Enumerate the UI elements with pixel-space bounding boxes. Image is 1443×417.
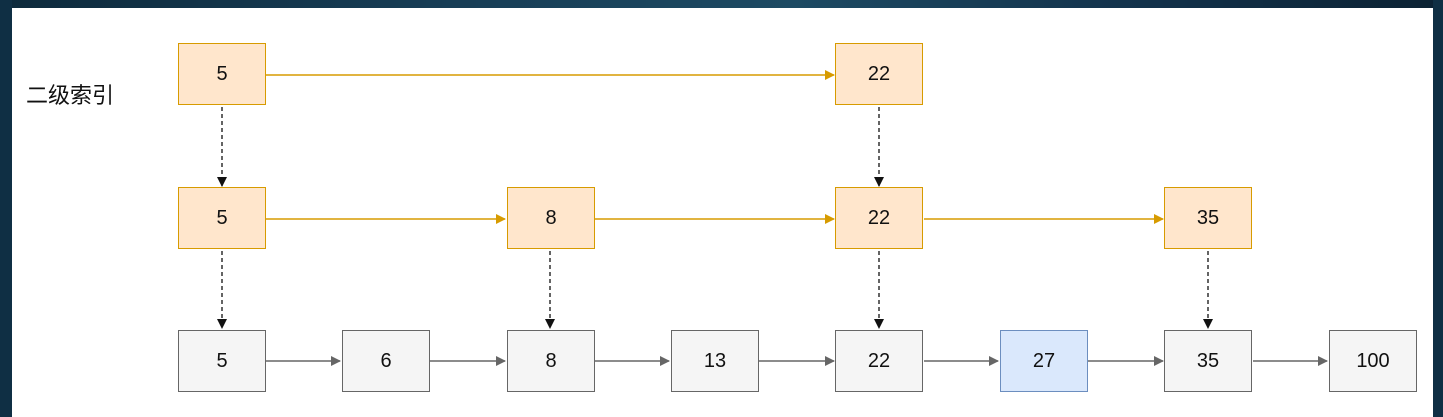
base-node: 8 (507, 330, 595, 392)
base-node-highlighted: 27 (1000, 330, 1088, 392)
secondary-index-label: 二级索引 (26, 84, 115, 109)
level1-node: 35 (1164, 187, 1252, 249)
top-banner (0, 0, 1443, 8)
level2-node: 5 (178, 43, 266, 105)
base-node: 5 (178, 330, 266, 392)
level1-node: 8 (507, 187, 595, 249)
level2-node: 22 (835, 43, 923, 105)
base-node: 100 (1329, 330, 1417, 392)
frame-right-border (1433, 0, 1443, 417)
base-node: 6 (342, 330, 430, 392)
base-node: 13 (671, 330, 759, 392)
frame-left-border (0, 0, 12, 417)
base-node: 35 (1164, 330, 1252, 392)
level1-node: 22 (835, 187, 923, 249)
level1-node: 5 (178, 187, 266, 249)
base-node: 22 (835, 330, 923, 392)
